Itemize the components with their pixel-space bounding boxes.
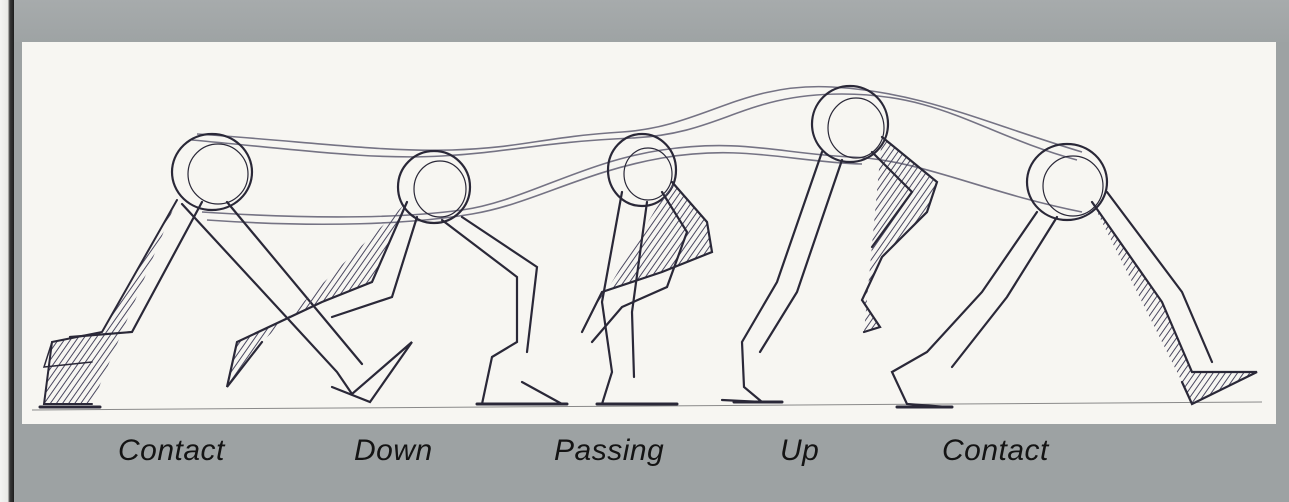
figure-contact-2 [892, 144, 1257, 407]
label-contact-1: Contact [118, 434, 225, 468]
label-up: Up [780, 434, 819, 468]
hip-arc-guides [192, 87, 1082, 225]
book-page-edge [0, 0, 14, 502]
illustration-panel: Contact Down Passing Up Contact [14, 0, 1289, 502]
walk-cycle-sketch-area [22, 42, 1276, 424]
figure-up [722, 86, 937, 402]
figure-down [227, 151, 567, 404]
figure-passing [582, 134, 712, 404]
phase-labels-row: Contact Down Passing Up Contact [14, 424, 1289, 502]
top-border-strip [14, 0, 1289, 42]
label-contact-2: Contact [942, 434, 1049, 468]
walk-cycle-sketch [22, 42, 1276, 424]
label-down: Down [354, 434, 433, 468]
label-passing: Passing [554, 434, 664, 468]
